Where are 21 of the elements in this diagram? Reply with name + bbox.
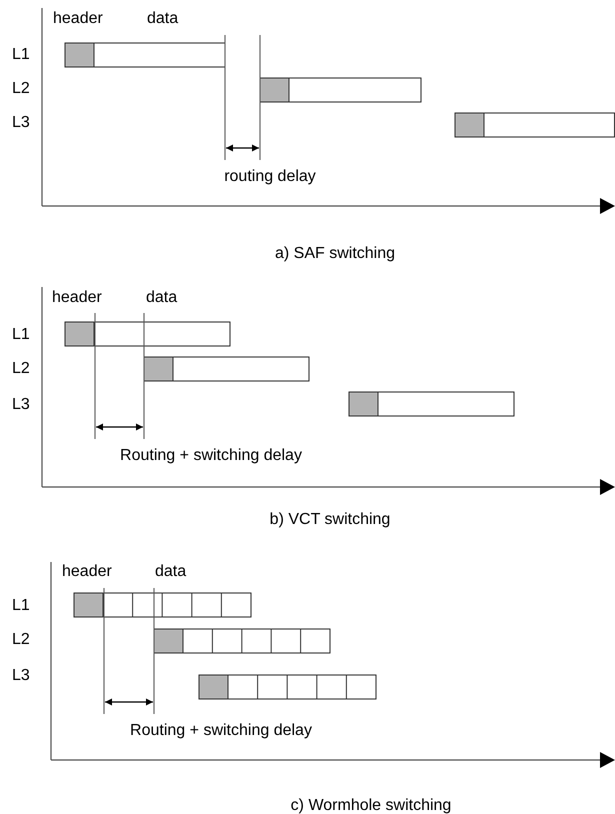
row-label: L1 (12, 46, 30, 64)
row-label: L3 (12, 667, 30, 685)
column-label: header (53, 10, 103, 28)
column-label: data (147, 10, 178, 28)
column-label: data (146, 289, 178, 307)
panel-caption: c) Wormhole switching (290, 797, 452, 814)
panel-caption: b) VCT switching (270, 511, 390, 529)
dimension-label: routing delay (224, 168, 316, 186)
row-label: L1 (12, 597, 30, 615)
dimension-label: Routing + switching delay (130, 722, 312, 740)
column-label: header (62, 563, 112, 581)
row-label: L3 (12, 396, 30, 414)
panel-caption: a) SAF switching (274, 245, 396, 263)
row-label: L2 (12, 360, 30, 378)
column-label: data (155, 563, 186, 581)
row-label: L1 (12, 326, 30, 344)
row-label: L3 (12, 114, 30, 132)
row-label: L2 (12, 631, 30, 649)
row-label: L2 (12, 80, 30, 98)
dimension-label: Routing + switching delay (120, 447, 302, 465)
column-label: header (52, 289, 102, 307)
